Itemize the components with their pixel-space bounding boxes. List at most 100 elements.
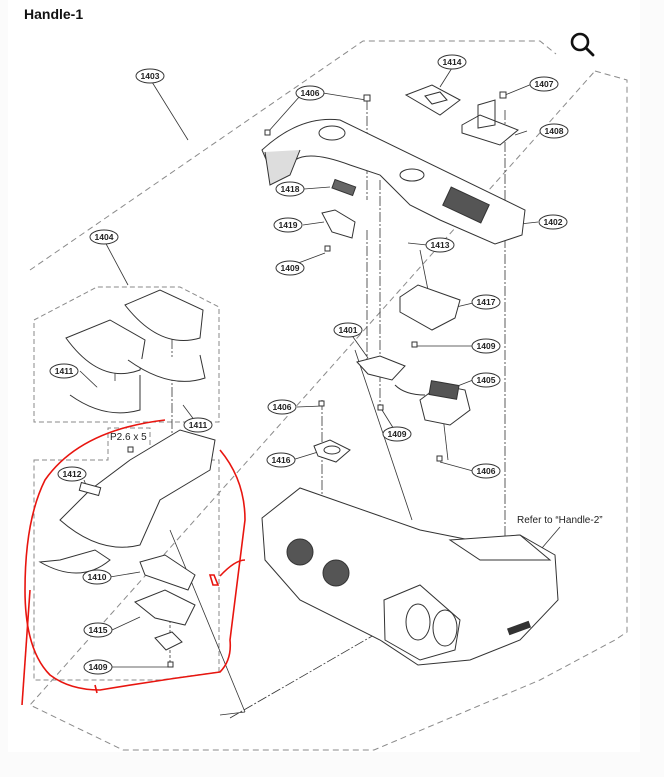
part-1401-board bbox=[356, 355, 426, 396]
callout-label: 1412 bbox=[63, 469, 82, 479]
callout-label: 1414 bbox=[443, 57, 462, 67]
callout-1402: 1402 bbox=[538, 214, 568, 230]
part-1414-plate bbox=[404, 84, 461, 116]
callout-label: 1416 bbox=[272, 455, 291, 465]
page-title: Handle-1 bbox=[24, 6, 84, 22]
callout-label: 1404 bbox=[95, 232, 114, 242]
callout-label: 1409 bbox=[89, 662, 108, 672]
part-1402-handle-top bbox=[261, 118, 526, 245]
part-1416-mount bbox=[313, 439, 351, 463]
handle-body-assembly bbox=[261, 487, 559, 666]
callout-1409: 1409 bbox=[83, 659, 113, 675]
callout-oval bbox=[529, 76, 559, 92]
callout-label: 1409 bbox=[281, 263, 300, 273]
callout-1419: 1419 bbox=[273, 217, 303, 233]
callout-label: 1413 bbox=[431, 240, 450, 250]
callout-label: 1419 bbox=[279, 220, 298, 230]
screw-spec-label: P2.6 x 5 bbox=[110, 432, 147, 443]
part-1408-bracket bbox=[461, 99, 519, 146]
callout-1417: 1417 bbox=[471, 294, 501, 310]
part-grip-lower bbox=[38, 429, 216, 574]
callout-label: 1406 bbox=[477, 466, 496, 476]
callout-oval bbox=[437, 54, 467, 70]
callout-1406: 1406 bbox=[295, 85, 325, 101]
callout-label: 1417 bbox=[477, 297, 496, 307]
callout-1416: 1416 bbox=[266, 452, 296, 468]
callout-oval bbox=[425, 237, 455, 253]
callout-1406: 1406 bbox=[267, 399, 297, 415]
callout-1411: 1411 bbox=[183, 417, 213, 433]
callout-oval bbox=[539, 123, 569, 139]
callout-oval bbox=[295, 85, 325, 101]
callout-label: 1402 bbox=[544, 217, 563, 227]
screws bbox=[127, 91, 507, 668]
callout-1406: 1406 bbox=[471, 463, 501, 479]
callout-oval bbox=[83, 659, 113, 675]
callout-1405: 1405 bbox=[471, 372, 501, 388]
callout-oval bbox=[267, 399, 297, 415]
reference-note: Refer to “Handle-2” bbox=[517, 515, 603, 526]
assembly-boundary-1403 bbox=[363, 41, 556, 53]
callout-oval bbox=[471, 463, 501, 479]
part-1405-unit bbox=[419, 380, 471, 426]
callout-oval bbox=[49, 363, 79, 379]
callout-1409: 1409 bbox=[382, 426, 412, 442]
callout-label: 1409 bbox=[388, 429, 407, 439]
callout-oval bbox=[538, 214, 568, 230]
callout-1411: 1411 bbox=[49, 363, 79, 379]
callout-oval bbox=[333, 322, 363, 338]
callout-oval bbox=[275, 260, 305, 276]
callout-1414: 1414 bbox=[437, 54, 467, 70]
callout-label: 1415 bbox=[89, 625, 108, 635]
callout-1407: 1407 bbox=[529, 76, 559, 92]
part-1418 bbox=[331, 178, 357, 197]
leader-lines bbox=[79, 67, 561, 719]
callout-oval bbox=[135, 68, 165, 84]
callout-label: 1406 bbox=[301, 88, 320, 98]
callout-label: 1407 bbox=[535, 79, 554, 89]
callout-1413: 1413 bbox=[425, 237, 455, 253]
callout-label: 1401 bbox=[339, 325, 358, 335]
callout-oval bbox=[83, 622, 113, 638]
callout-1409: 1409 bbox=[471, 338, 501, 354]
callout-1409: 1409 bbox=[275, 260, 305, 276]
callout-label: 1410 bbox=[88, 572, 107, 582]
callout-1412: 1412 bbox=[57, 466, 87, 482]
zoom-button[interactable] bbox=[568, 30, 598, 60]
assembly-boundary-lower bbox=[33, 427, 220, 681]
callout-oval bbox=[183, 417, 213, 433]
assembly-boundary-1404 bbox=[33, 286, 220, 423]
callout-oval bbox=[89, 229, 119, 245]
callout-oval bbox=[82, 569, 112, 585]
callout-oval bbox=[57, 466, 87, 482]
callout-label: 1409 bbox=[477, 341, 496, 351]
callout-1415: 1415 bbox=[83, 622, 113, 638]
magnifier-icon bbox=[570, 32, 595, 57]
part-1410 bbox=[139, 554, 196, 591]
callout-oval bbox=[273, 217, 303, 233]
callout-label: 1408 bbox=[545, 126, 564, 136]
callout-oval bbox=[275, 181, 305, 197]
callout-oval bbox=[471, 294, 501, 310]
part-1415 bbox=[134, 589, 196, 651]
callout-1410: 1410 bbox=[82, 569, 112, 585]
callout-oval bbox=[382, 426, 412, 442]
part-1417-bracket bbox=[399, 284, 461, 331]
part-1411-grip-upper bbox=[65, 289, 206, 414]
callout-oval bbox=[266, 452, 296, 468]
callout-label: 1411 bbox=[55, 366, 74, 376]
callout-1408: 1408 bbox=[539, 123, 569, 139]
callout-label: 1411 bbox=[189, 420, 208, 430]
callout-oval bbox=[471, 372, 501, 388]
red-markup-annotation bbox=[21, 419, 246, 706]
callout-1404: 1404 bbox=[89, 229, 119, 245]
callout-labels: 1403 1406 1414 1407 1408 1402 1418 1419 1413 1409… bbox=[49, 54, 569, 675]
callout-1403: 1403 bbox=[135, 68, 165, 84]
callout-label: 1403 bbox=[141, 71, 160, 81]
callout-oval bbox=[471, 338, 501, 354]
callout-label: 1418 bbox=[281, 184, 300, 194]
callout-label: 1405 bbox=[477, 375, 496, 385]
callout-label: 1406 bbox=[273, 402, 292, 412]
part-1419 bbox=[321, 209, 356, 239]
